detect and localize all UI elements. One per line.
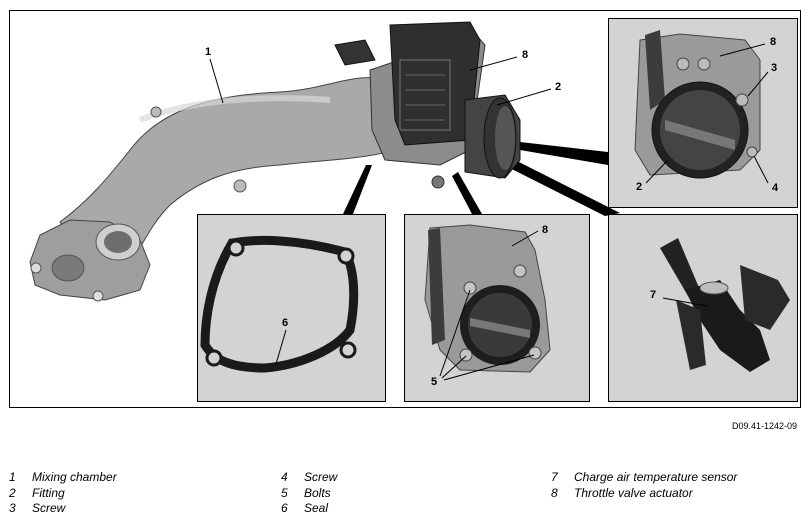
leader-line (441, 355, 467, 379)
leader-line (662, 297, 708, 307)
leader-line (747, 71, 769, 97)
leader-line (439, 289, 471, 377)
callout-fitting-inset: 2 (636, 181, 643, 193)
leader-line (443, 354, 535, 381)
leader-line (753, 155, 769, 184)
inset-seal-drawing (200, 235, 359, 373)
callout-throttle-actuator: 8 (522, 49, 529, 61)
callout-screw-3: 3 (771, 62, 778, 74)
callout-mixing-chamber: 1 (205, 46, 212, 58)
fitting-drawing (431, 94, 521, 189)
pointer-wedge (452, 172, 482, 214)
leader-line (719, 43, 766, 57)
leader-line (645, 159, 669, 184)
pointer-wedge (520, 142, 608, 165)
callout-throttle-actuator-inset: 8 (770, 36, 777, 48)
leader-line (209, 58, 224, 104)
callout-throttle-actuator-bolts-inset: 8 (542, 224, 549, 236)
callout-bolts: 5 (431, 376, 438, 388)
callout-seal: 6 (282, 317, 289, 329)
leader-line (496, 88, 552, 106)
callout-temperature-sensor: 7 (650, 289, 657, 301)
leader-line (469, 56, 518, 71)
inset-throttle-fitting-drawing (634, 30, 761, 179)
throttle-actuator-drawing (334, 21, 486, 166)
leader-line (275, 329, 287, 365)
inset-sensor-drawing (660, 238, 790, 372)
pointer-wedge (490, 150, 620, 216)
pointer-wedge (343, 165, 372, 214)
callout-fitting: 2 (555, 81, 562, 93)
mixing-chamber-drawing (29, 77, 401, 302)
callout-screw-4: 4 (772, 182, 779, 194)
inset-throttle-bolts-drawing (424, 224, 551, 373)
figure-id: D09.41-1242-09 (732, 421, 798, 431)
leader-line (511, 230, 539, 247)
